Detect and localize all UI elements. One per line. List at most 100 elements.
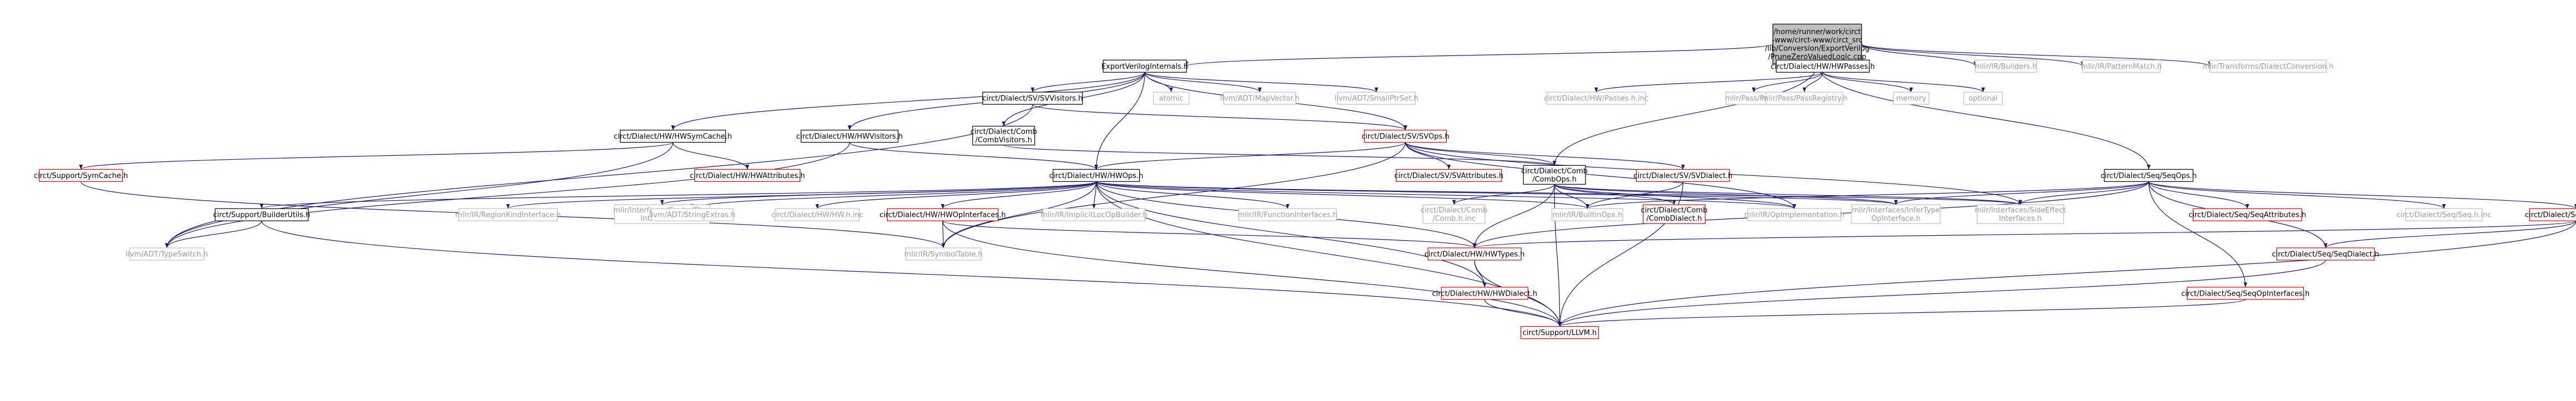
node-sv-visitors[interactable]: circt/Dialect/SV/SVVisitors.h <box>982 92 1083 105</box>
edge-hw-ops-to-support-builderutils <box>260 181 1097 209</box>
node-seq-attributes[interactable]: circt/Dialect/Seq/SeqAttributes.h <box>2189 208 2306 221</box>
node-comb-visitors[interactable]: circt/Dialect/Comb/CombVisitors.h <box>971 125 1037 146</box>
node-root[interactable]: /home/runner/work/circt-www/circt-www/ci… <box>1765 23 1870 65</box>
edge-root-to-mlir-dialectconversion <box>1861 43 2212 67</box>
node-box <box>39 169 123 182</box>
node-label: /home/runner/work/circt <box>1774 28 1861 36</box>
node-label: mlir/Interfaces/InferType <box>1852 206 1940 215</box>
node-box <box>1337 92 1416 105</box>
node-hw-visitors[interactable]: circt/Dialect/HW/HWVisitors.h <box>797 129 903 143</box>
edge-support-builderutils-to-llvm-typeswitch <box>165 220 262 248</box>
node-box <box>1422 204 1486 224</box>
edge-exportverilog-internals-to-llvm-smallptrset <box>1144 72 1379 93</box>
node-box <box>972 125 1035 146</box>
edge-hw-ops-to-mlir-implicitloc <box>1092 181 1097 209</box>
node-hw-opinterfaces[interactable]: circt/Dialect/HW/HWOpInterfaces.h <box>880 208 1006 221</box>
node-box <box>1103 59 1187 73</box>
edge-hw-passes-to-mlir-passregistry <box>1802 72 1823 93</box>
node-label: mlir/IR/RegionKindInterface.h <box>455 211 561 220</box>
node-seq-dialect[interactable]: circt/Dialect/Seq/SeqDialect.h <box>2272 247 2379 261</box>
edge-hw-ops-to-hw-opinterfaces <box>941 181 1097 209</box>
node-box <box>129 247 205 261</box>
node-box <box>2209 59 2327 73</box>
node-sv-ops[interactable]: circt/Dialect/SV/SVOps.h <box>1361 129 1449 143</box>
node-label: circt/Dialect/Seq/SeqOps.h <box>2100 172 2196 180</box>
edge-comb-ops-to-support-llvm <box>1554 184 1562 327</box>
node-box <box>1977 204 2064 224</box>
edge-seq-ops-to-mlir-sideeffect <box>2018 181 2149 205</box>
edge-seq-types-to-seq-dialect <box>2323 220 2576 248</box>
node-label: circt/Dialect/Comb <box>1641 206 1707 215</box>
node-label: circt/Dialect/Seq/SeqOpInterfaces.h <box>2181 290 2309 298</box>
node-sv-attributes[interactable]: circt/Dialect/SV/SVAttributes.h <box>1394 169 1503 182</box>
node-mlir-builtinops: mlir/IR/BuiltinOps.h <box>1551 208 1624 221</box>
node-mlir-patternmatch: mlir/IR/PatternMatch.h <box>2081 59 2162 73</box>
node-llvm-typeswitch: llvm/ADT/TypeSwitch.h <box>126 247 208 261</box>
node-hw-types[interactable]: circt/Dialect/HW/HWTypes.h <box>1425 247 1525 261</box>
node-box <box>1851 204 1941 224</box>
node-label: mlir/IR/SymbolTable.h <box>904 250 982 258</box>
node-hw-dialect[interactable]: circt/Dialect/HW/HWDialect.h <box>1432 287 1537 300</box>
node-box <box>982 92 1083 105</box>
node-box <box>2187 287 2304 300</box>
edge-root-to-comb-ops <box>1552 64 1818 166</box>
node-box <box>620 129 726 143</box>
edge-seq-ops-to-seq-types <box>2148 181 2576 209</box>
node-label: circt/Dialect/SV/SVDialect.h <box>1634 172 1733 180</box>
node-label: atomic <box>1159 95 1184 103</box>
edge-seq-dialect-to-support-llvm <box>1558 260 2326 327</box>
edge-exportverilog-internals-to-llvm-mapvector <box>1144 72 1262 93</box>
node-seq-types[interactable]: circt/Dialect/Seq/SeqTypes.h <box>2525 208 2576 221</box>
node-memory: memory <box>1893 92 1930 105</box>
node-hw-passes[interactable]: circt/Dialect/HW/HWPasses.h <box>1771 59 1875 73</box>
node-comb-dialect[interactable]: circt/Dialect/Comb/CombDialect.h <box>1641 204 1707 224</box>
node-hw-ops[interactable]: circt/Dialect/HW/HWOps.h <box>1049 169 1144 182</box>
node-label: /CombVisitors.h <box>975 136 1032 144</box>
node-label: mlir/IR/BuiltinOps.h <box>1553 211 1623 220</box>
node-mlir-functioninterfaces: mlir/IR/FunctionInterfaces.h <box>1238 208 1338 221</box>
edge-exportverilog-internals-to-sv-visitors <box>1031 72 1145 93</box>
node-label: circt/Dialect/HW/Passes.h.inc <box>1544 95 1648 103</box>
edge-support-builderutils-to-support-llvm <box>261 221 1562 327</box>
node-support-llvm[interactable]: circt/Support/LLVM.h <box>1521 326 1599 339</box>
edge-hw-ops-to-hw-h-inc <box>815 181 1097 209</box>
edge-hw-visitors-to-hw-ops <box>849 142 1098 170</box>
node-box <box>1052 169 1140 182</box>
node-box <box>1441 287 1528 300</box>
node-llvm-stringextras: llvm/ADT/StringExtras.h <box>649 208 736 221</box>
node-mlir-dialectconversion: mlir/Transforms/DialectConversion.h <box>2202 59 2333 73</box>
edge-root-to-seq-ops <box>1817 64 2151 170</box>
node-sv-dialect[interactable]: circt/Dialect/SV/SVDialect.h <box>1634 169 1733 182</box>
node-box <box>1238 208 1337 221</box>
node-comb-ops[interactable]: circt/Dialect/Comb/CombOps.h <box>1521 165 1588 185</box>
node-label: -www/circt-www/circt_src <box>1772 36 1863 44</box>
node-seq-opinterfaces[interactable]: circt/Dialect/Seq/SeqOpInterfaces.h <box>2181 287 2309 300</box>
node-label: circt/Dialect/SV/SVOps.h <box>1361 133 1449 141</box>
node-box <box>2529 208 2576 221</box>
node-hw-symcache[interactable]: circt/Dialect/HW/HWSymCache.h <box>614 129 732 143</box>
edge-hw-symcache-to-support-symcache <box>79 142 674 170</box>
edge-comb-ops-to-mlir-opimplementation <box>1554 184 1797 209</box>
node-exportverilog-internals[interactable]: ExportVerilogInternals.h <box>1101 59 1188 73</box>
edge-hw-passes-to-mlir-pass <box>1752 72 1823 93</box>
node-hw-passes-inc: circt/Dialect/HW/Passes.h.inc <box>1544 92 1649 105</box>
node-label: /CombOps.h <box>1532 175 1577 184</box>
edge-root-to-exportverilog-internals <box>1185 43 1773 67</box>
edge-hw-passes-to-memory <box>1822 72 1913 93</box>
edge-comb-ops-to-hw-types <box>1472 184 1555 248</box>
node-box <box>1893 92 1930 105</box>
node-support-builderutils[interactable]: circt/Support/BuilderUtils.h <box>213 208 310 221</box>
node-support-symcache[interactable]: circt/Support/SymCache.h <box>34 169 128 182</box>
edge-sv-visitors-to-sv-ops <box>1032 104 1407 131</box>
edge-sv-ops-to-hw-ops <box>1094 142 1406 170</box>
node-mlir-regionkind: mlir/IR/RegionKindInterface.h <box>455 208 561 221</box>
node-box <box>1776 59 1870 73</box>
node-seq-ops[interactable]: circt/Dialect/Seq/SeqOps.h <box>2100 169 2197 182</box>
node-hw-attributes[interactable]: circt/Dialect/HW/HWAttributes.h <box>690 169 805 182</box>
edge-hw-ops-to-mlir-sideeffect <box>1095 181 2022 205</box>
node-box <box>1153 92 1190 105</box>
node-label: circt/Support/BuilderUtils.h <box>213 211 310 220</box>
edge-comb-ops-to-mlir-infertype <box>1554 184 1898 205</box>
edge-hw-opinterfaces-to-support-llvm <box>942 221 1562 327</box>
